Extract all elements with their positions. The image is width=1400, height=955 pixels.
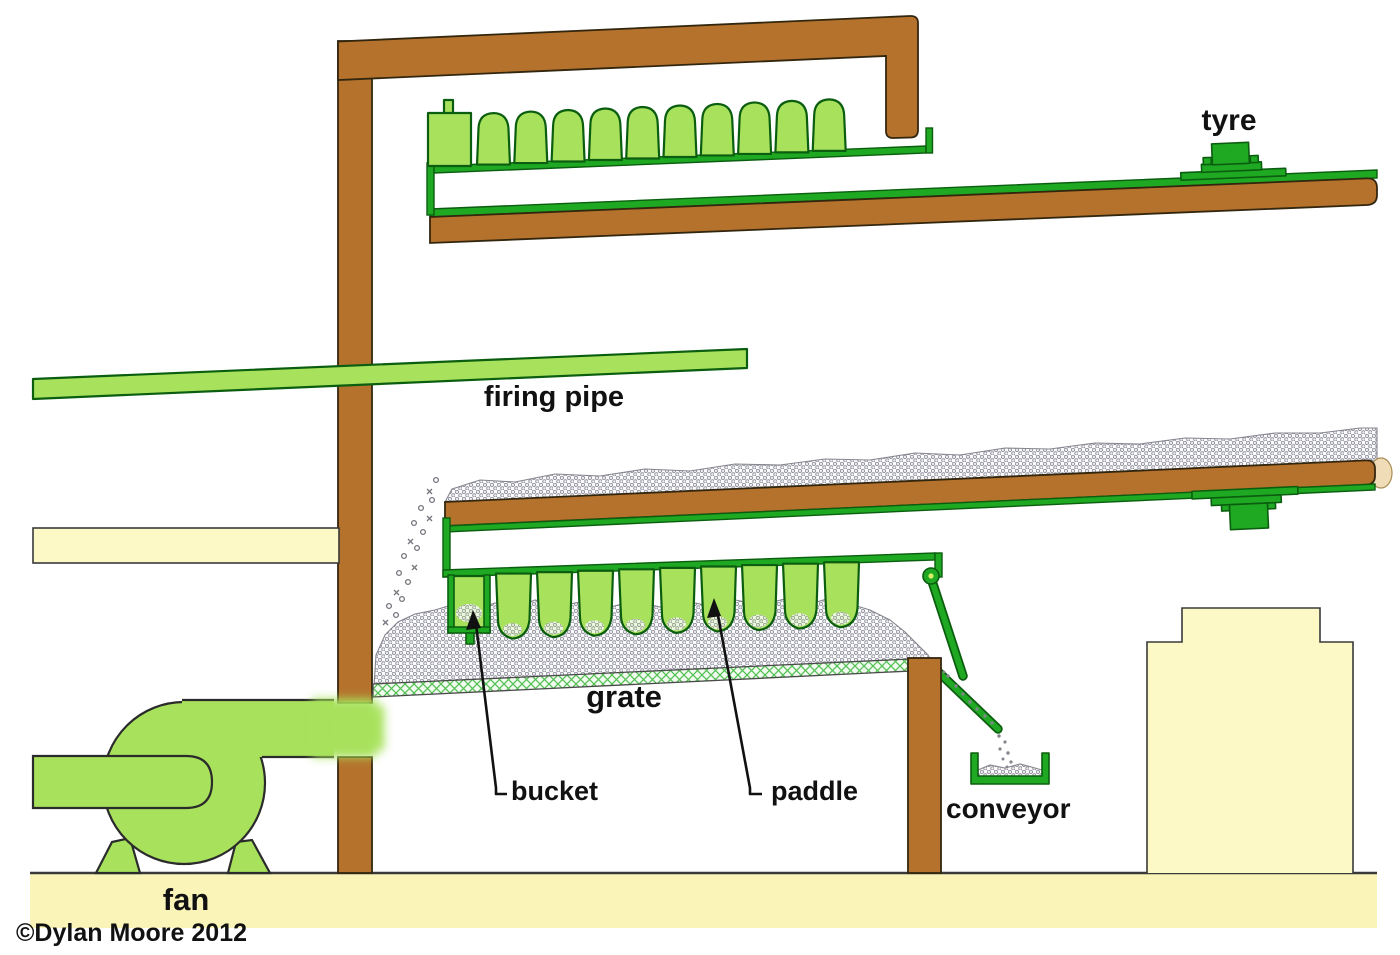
kiln-bucket (475, 111, 512, 166)
fan-outlet-duct (182, 700, 334, 757)
tyre-assembly-lower (1190, 485, 1299, 531)
kiln-bucket (625, 105, 661, 160)
floor-slab (30, 873, 1377, 928)
paddle-material (790, 613, 809, 627)
bucket-arrow (466, 610, 507, 796)
paddle-material (503, 623, 522, 637)
kiln-bucket (811, 98, 847, 152)
fan-foot-right (226, 838, 272, 875)
kiln-feed-material (444, 427, 1378, 503)
kiln-paddle (781, 562, 820, 630)
firing-pipe (31, 347, 749, 401)
tyre-lug-right (1249, 154, 1260, 164)
lower-tyre-block (1228, 502, 1270, 531)
kiln-paddle (822, 561, 861, 629)
support-column (907, 657, 942, 874)
label-firing-pipe: firing pipe (484, 381, 624, 413)
upper-kiln (426, 98, 1378, 244)
label-bucket: bucket (511, 776, 598, 806)
kiln-bucket (550, 108, 586, 163)
duct-top-bar (337, 15, 919, 139)
feeder-box (426, 111, 473, 168)
kiln-bucket (774, 99, 810, 154)
tyre-block (1210, 141, 1251, 166)
duct-left-column-lower (337, 756, 373, 874)
bucket-material (456, 604, 482, 622)
lower-kiln (444, 427, 1393, 533)
bucket-wall-left (447, 574, 455, 634)
upper-rail-end-lip (925, 127, 934, 154)
label-paddle: paddle (771, 776, 858, 806)
fan-assembly (31, 698, 334, 875)
fan-inlet-duct (31, 754, 214, 810)
paddle-material (585, 620, 604, 634)
upper-bucket-row (475, 98, 847, 166)
copyright-text: ©Dylan Moore 2012 (16, 919, 247, 947)
kiln-bucket (737, 101, 773, 156)
upper-beam (429, 177, 1378, 244)
paddle-material (831, 611, 850, 625)
kiln-bucket (513, 110, 549, 165)
upper-channel-wall (426, 162, 435, 216)
left-air-duct (32, 527, 340, 564)
bucket-stub (465, 632, 475, 645)
kiln-paddle (535, 571, 574, 639)
kiln-paddle (617, 568, 656, 636)
label-tyre: tyre (1201, 104, 1256, 137)
kiln-bucket (587, 107, 623, 162)
paddle-material (626, 618, 645, 632)
paddle-material (544, 621, 563, 635)
conveyor-tray (970, 752, 1050, 785)
bucket-wall-right (483, 574, 491, 634)
lower-paddle-row (494, 561, 861, 640)
right-pedestal (1146, 607, 1354, 873)
lower-tyre-lug-left (1220, 503, 1231, 512)
paddle-material (749, 614, 768, 628)
lever-pivot-pin (928, 573, 934, 579)
tyre-assembly-upper (1179, 141, 1287, 181)
upper-feeder-bucket (426, 98, 473, 168)
discharge-lever (928, 575, 966, 679)
label-fan: fan (163, 882, 210, 917)
paddle-material (667, 617, 686, 631)
floor (30, 871, 1377, 928)
tyre-lug-left (1202, 156, 1213, 166)
lower-paddle-frame (442, 517, 943, 645)
label-conveyor: conveyor (946, 793, 1071, 824)
kiln-bucket (662, 104, 698, 159)
kiln-paddle (494, 572, 533, 640)
falling-clinker-particles (382, 476, 440, 626)
paddle-arrow (707, 598, 762, 796)
lower-tyre-lug-right (1266, 501, 1277, 510)
label-grate: grate (586, 679, 662, 714)
air-flow-fuzz-2 (336, 706, 384, 750)
paddle-material (708, 615, 727, 629)
kiln-paddle (658, 566, 697, 635)
kiln-paddle (576, 569, 615, 637)
bucket-channel (447, 574, 491, 645)
kiln-paddle (740, 563, 779, 632)
kiln-bucket (699, 102, 735, 157)
lower-hanger-wall (442, 517, 451, 578)
